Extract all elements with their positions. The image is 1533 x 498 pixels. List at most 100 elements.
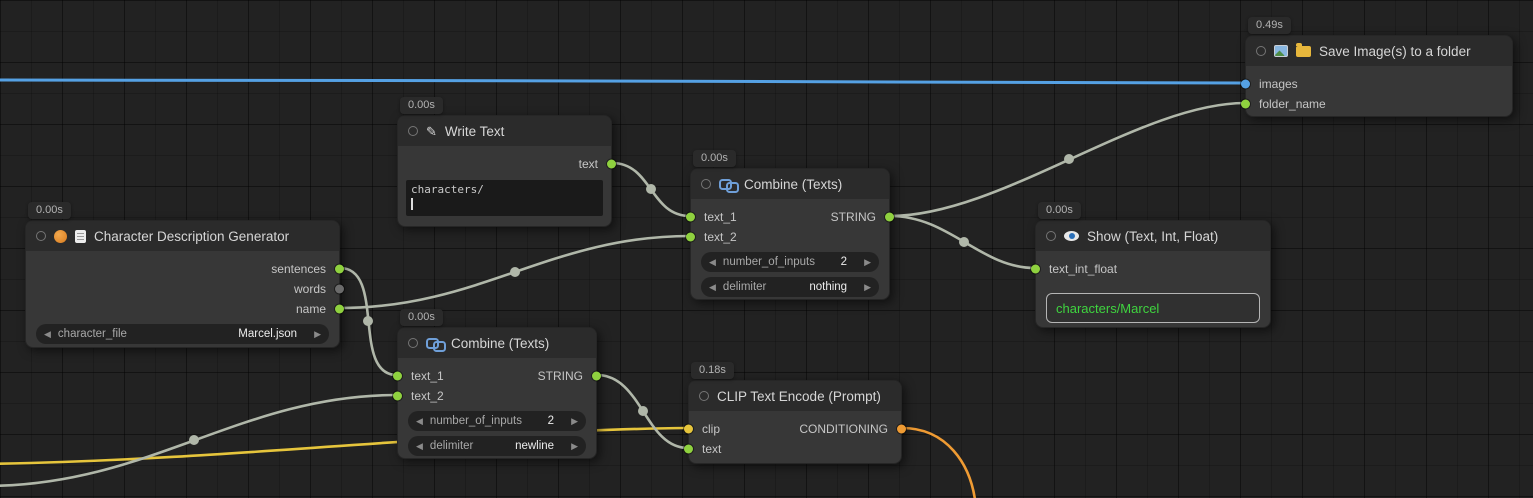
node-write-text[interactable]: 0.00s ✎ Write Text text characters/ — [397, 97, 616, 227]
link-midpoint-dot — [363, 316, 373, 326]
output-port-name[interactable] — [335, 304, 344, 314]
node-save-images-to-folder[interactable]: 0.49s Save Image(s) to a folder images f… — [1241, 17, 1513, 117]
node-show-text-int-float[interactable]: 0.00s Show (Text, Int, Float) text_int_f… — [1031, 202, 1271, 328]
input-port-clip[interactable] — [684, 424, 693, 434]
output-port-conditioning[interactable] — [897, 424, 906, 434]
exec-time-badge: 0.00s — [1038, 202, 1081, 219]
io-row-text1-string: text_1 STRING — [686, 207, 894, 227]
input-label-clip: clip — [702, 422, 721, 436]
node-title-bar[interactable]: Combine (Texts) — [398, 328, 596, 358]
input-port-images[interactable] — [1241, 79, 1250, 89]
input-label-folder-name: folder_name — [1259, 97, 1326, 111]
collapse-dot[interactable] — [36, 231, 46, 241]
collapse-dot[interactable] — [1046, 231, 1056, 241]
output-row-sentences: sentences — [26, 259, 344, 279]
folder-icon — [1296, 42, 1311, 57]
output-port-string[interactable] — [592, 371, 601, 381]
input-port-text-int-float[interactable] — [1031, 264, 1040, 274]
collapse-dot[interactable] — [1256, 46, 1266, 56]
increment-arrow-icon[interactable]: ▶ — [571, 440, 578, 451]
io-row-text1-string: text_1 STRING — [393, 366, 601, 386]
input-row-text-2: text_2 — [393, 386, 596, 406]
collapse-dot[interactable] — [408, 338, 418, 348]
exec-time-badge: 0.00s — [28, 202, 71, 219]
widget-value: nothing — [809, 281, 848, 293]
node-title: Write Text — [444, 123, 505, 139]
node-combine-texts-top[interactable]: 0.00s Combine (Texts) text_1 STRING text… — [686, 150, 894, 300]
node-title: Save Image(s) to a folder — [1319, 43, 1471, 59]
output-port-text[interactable] — [607, 159, 616, 169]
increment-arrow-icon[interactable]: ▶ — [864, 256, 871, 267]
decrement-arrow-icon[interactable]: ◀ — [709, 256, 716, 267]
character-face-icon — [54, 229, 67, 243]
input-port-text-2[interactable] — [686, 232, 695, 242]
node-character-description-generator[interactable]: 0.00s Character Description Generator se… — [25, 202, 344, 348]
picture-icon — [1274, 45, 1288, 57]
show-text-display: characters/Marcel — [1046, 293, 1260, 323]
output-label-text: text — [578, 157, 598, 171]
increment-arrow-icon[interactable]: ▶ — [314, 328, 321, 339]
output-label-conditioning: CONDITIONING — [799, 422, 888, 436]
collapse-dot[interactable] — [699, 391, 709, 401]
input-row-images: images — [1241, 74, 1512, 94]
memo-icon — [75, 229, 86, 243]
decrement-arrow-icon[interactable]: ◀ — [709, 281, 716, 292]
input-label-text-1: text_1 — [411, 369, 444, 383]
output-port-string[interactable] — [885, 212, 894, 222]
widget-character-file[interactable]: ◀ character_file Marcel.json ▶ — [36, 324, 329, 344]
node-title: CLIP Text Encode (Prompt) — [717, 388, 881, 404]
exec-time-badge: 0.00s — [400, 97, 443, 114]
widget-delimiter[interactable]: ◀ delimiter newline ▶ — [408, 436, 586, 456]
collapse-dot[interactable] — [701, 179, 711, 189]
exec-time-badge: 0.00s — [693, 150, 736, 167]
link-midpoint-dot — [959, 237, 969, 247]
decrement-arrow-icon[interactable]: ◀ — [44, 328, 51, 339]
decrement-arrow-icon[interactable]: ◀ — [416, 415, 423, 426]
output-label-string: STRING — [830, 210, 876, 224]
widget-value: newline — [515, 440, 555, 452]
exec-time-badge: 0.18s — [691, 362, 734, 379]
link-midpoint-dot — [189, 435, 199, 445]
increment-arrow-icon[interactable]: ▶ — [864, 281, 871, 292]
node-title-bar[interactable]: Combine (Texts) — [691, 169, 889, 199]
input-label-images: images — [1259, 77, 1298, 91]
widget-value: Marcel.json — [238, 328, 298, 340]
widget-value: 2 — [547, 415, 555, 427]
input-port-folder-name[interactable] — [1241, 99, 1250, 109]
write-text-input[interactable]: characters/ — [406, 180, 603, 216]
node-combine-texts-bottom[interactable]: 0.00s Combine (Texts) text_1 STRING text… — [393, 309, 601, 459]
widget-number-of-inputs[interactable]: ◀ number_of_inputs 2 ▶ — [701, 252, 879, 272]
input-port-text-2[interactable] — [393, 391, 402, 401]
node-title-bar[interactable]: Show (Text, Int, Float) — [1036, 221, 1270, 251]
input-row-text-2: text_2 — [686, 227, 889, 247]
input-port-text[interactable] — [684, 444, 693, 454]
input-port-text-1[interactable] — [393, 371, 402, 381]
increment-arrow-icon[interactable]: ▶ — [571, 415, 578, 426]
show-text-value: characters/Marcel — [1056, 300, 1160, 316]
node-title-bar[interactable]: ✎ Write Text — [398, 116, 611, 146]
output-port-words[interactable] — [335, 284, 344, 294]
input-port-text-1[interactable] — [686, 212, 695, 222]
decrement-arrow-icon[interactable]: ◀ — [416, 440, 423, 451]
node-title-bar[interactable]: Save Image(s) to a folder — [1246, 36, 1512, 66]
exec-time-badge: 0.49s — [1248, 17, 1291, 34]
io-row-clip-conditioning: clip CONDITIONING — [684, 419, 906, 439]
node-title-bar[interactable]: CLIP Text Encode (Prompt) — [689, 381, 901, 411]
link-midpoint-dot — [638, 406, 648, 416]
input-row-text: text — [684, 439, 901, 459]
widget-delimiter[interactable]: ◀ delimiter nothing ▶ — [701, 277, 879, 297]
collapse-dot[interactable] — [408, 126, 418, 136]
output-port-sentences[interactable] — [335, 264, 344, 274]
link-conditioning — [901, 426, 976, 498]
node-title: Combine (Texts) — [744, 176, 843, 192]
node-clip-text-encode[interactable]: 0.18s CLIP Text Encode (Prompt) clip CON… — [684, 362, 906, 464]
widget-label: number_of_inputs — [429, 415, 522, 427]
link-midpoint-dot — [646, 184, 656, 194]
input-row-folder-name: folder_name — [1241, 94, 1512, 114]
eye-icon — [1064, 231, 1079, 241]
widget-number-of-inputs[interactable]: ◀ number_of_inputs 2 ▶ — [408, 411, 586, 431]
node-title-bar[interactable]: Character Description Generator — [26, 221, 339, 251]
widget-label: delimiter — [429, 440, 474, 452]
